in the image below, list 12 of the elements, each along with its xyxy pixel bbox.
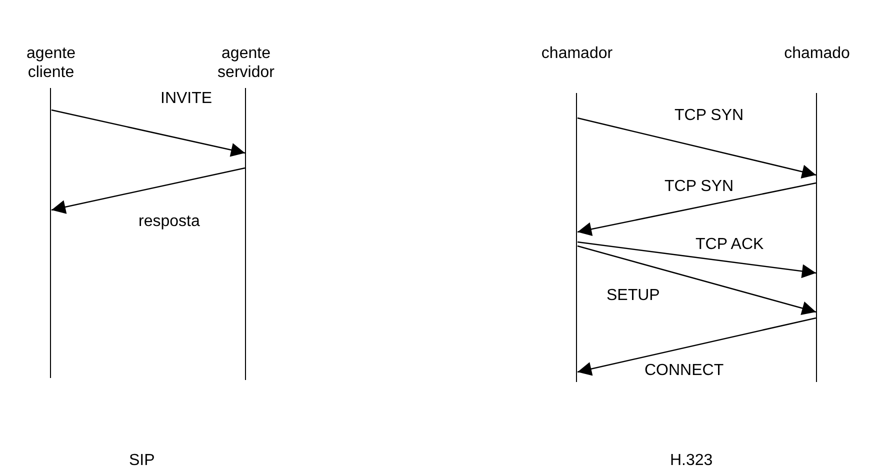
message-arrow xyxy=(577,117,816,179)
message-arrow xyxy=(51,167,246,214)
lifeline-label: chamado xyxy=(783,44,851,63)
message-arrow xyxy=(577,317,816,376)
lifeline-label: chamador xyxy=(540,44,614,63)
message-arrow xyxy=(577,241,816,278)
message-arrow xyxy=(577,245,816,316)
message-label: resposta xyxy=(138,213,201,231)
message-arrow xyxy=(577,182,816,236)
message-arrow xyxy=(51,109,246,157)
lifeline-label: agente cliente xyxy=(26,44,76,82)
lifeline-label: agente servidor xyxy=(216,44,276,82)
